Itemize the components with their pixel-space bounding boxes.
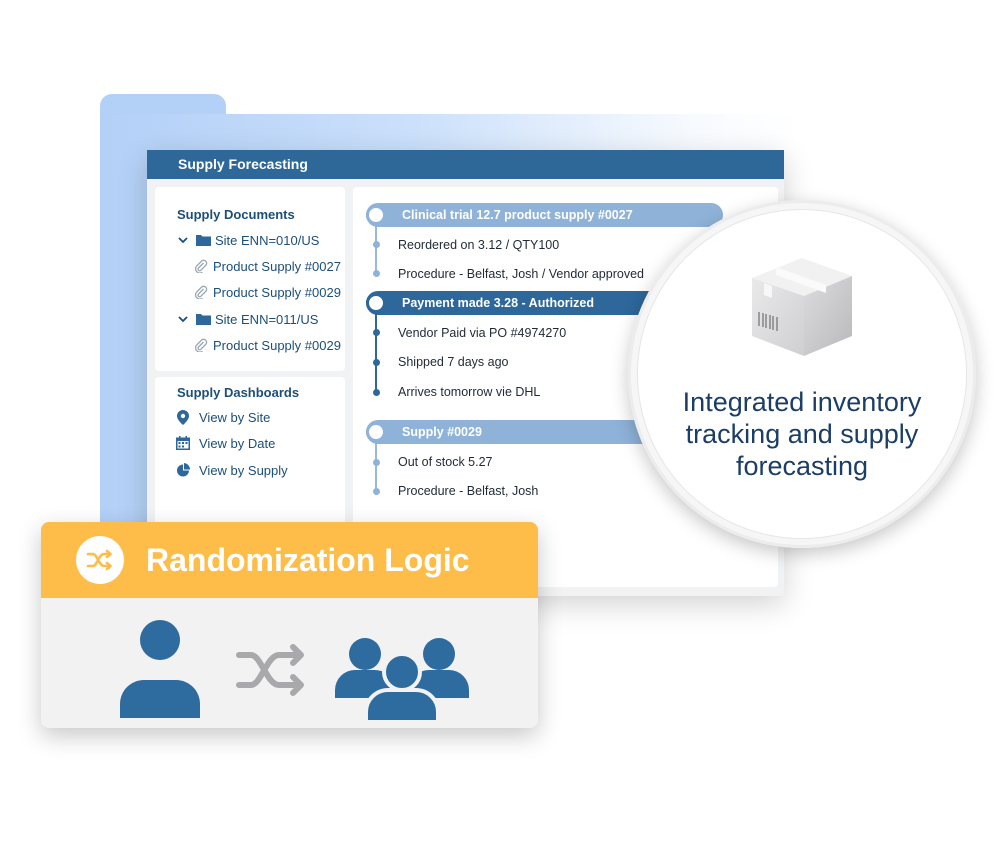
tree-label: Product Supply #0029 (213, 284, 341, 300)
timeline-group-header[interactable]: Clinical trial 12.7 product supply #0027 (366, 203, 723, 227)
map-pin-icon (175, 409, 191, 425)
timeline-dot-icon (373, 270, 380, 277)
shuffle-arrows-icon (236, 644, 304, 696)
paperclip-icon (193, 258, 209, 274)
randomization-diagram (41, 598, 538, 728)
timeline-node-icon (366, 422, 386, 442)
dashboard-view-by-date[interactable]: View by Date (175, 435, 275, 451)
folder-icon (195, 311, 211, 327)
paperclip-icon (193, 337, 209, 353)
supply-dashboards-panel: Supply Dashboards View by Site View by D… (155, 377, 345, 527)
feature-magnifier: Integrated inventory tracking and supply… (628, 200, 976, 548)
timeline-dot-icon (373, 329, 380, 336)
tree-label: Site ENN=010/US (215, 232, 320, 248)
chevron-down-icon[interactable] (175, 232, 191, 248)
supply-dashboards-title: Supply Dashboards (177, 385, 300, 400)
tree-folder-site-010[interactable]: Site ENN=010/US (175, 232, 319, 248)
shuffle-icon (76, 536, 124, 584)
paperclip-icon (193, 284, 209, 300)
timeline-dot-icon (373, 359, 380, 366)
timeline-dot-icon (373, 459, 380, 466)
chevron-down-icon[interactable] (175, 311, 191, 327)
timeline-dot-icon (373, 389, 380, 396)
dashboard-view-by-site[interactable]: View by Site (175, 409, 270, 425)
feature-caption: Integrated inventory tracking and supply… (628, 386, 976, 482)
timeline-event: Procedure - Belfast, Josh / Vendor appro… (398, 267, 644, 281)
tree-file-product-supply-0027[interactable]: Product Supply #0027 (193, 258, 341, 274)
feature-caption-line: forecasting (735, 451, 869, 481)
tree-file-product-supply-0029-b[interactable]: Product Supply #0029 (193, 337, 341, 353)
folder-icon (195, 232, 211, 248)
randomization-title: Randomization Logic (146, 541, 470, 578)
tree-file-product-supply-0029[interactable]: Product Supply #0029 (193, 284, 341, 300)
dashboard-label: View by Date (199, 435, 276, 451)
timeline-event: Vendor Paid via PO #4974270 (398, 326, 567, 340)
timeline-event: Arrives tomorrow vie DHL (398, 385, 541, 399)
dashboard-label: View by Supply (199, 462, 288, 478)
tree-label: Site ENN=011/US (215, 311, 319, 327)
timeline-dot-icon (373, 488, 380, 495)
window-title: Supply Forecasting (147, 150, 784, 179)
tree-label: Product Supply #0027 (213, 258, 341, 274)
tree-folder-site-011[interactable]: Site ENN=011/US (175, 311, 318, 327)
timeline-event: Out of stock 5.27 (398, 455, 493, 469)
timeline-connector (375, 313, 377, 393)
timeline-event: Reordered on 3.12 / QTY100 (398, 238, 560, 252)
tree-label: Product Supply #0029 (213, 337, 341, 353)
dashboard-label: View by Site (199, 409, 271, 425)
randomization-header: Randomization Logic (41, 522, 538, 598)
timeline-connector (375, 443, 377, 495)
timeline-node-icon (366, 205, 386, 225)
supply-documents-title: Supply Documents (177, 207, 295, 222)
pie-chart-icon (175, 462, 191, 478)
feature-caption-line: Integrated inventory (682, 387, 922, 417)
timeline-dot-icon (373, 241, 380, 248)
feature-caption-line: tracking and supply (685, 419, 919, 449)
dashboard-view-by-supply[interactable]: View by Supply (175, 462, 288, 478)
calendar-icon (175, 435, 191, 451)
user-group-icon (335, 638, 469, 724)
supply-documents-panel: Supply Documents Site ENN=010/US Product… (155, 187, 345, 371)
randomization-card: Randomization Logic (41, 522, 538, 728)
timeline-node-icon (366, 293, 386, 313)
timeline-connector (375, 224, 377, 276)
single-user-icon (120, 620, 200, 718)
timeline-event: Procedure - Belfast, Josh (398, 484, 539, 498)
package-box-icon (742, 252, 862, 362)
timeline-event: Shipped 7 days ago (398, 355, 509, 369)
